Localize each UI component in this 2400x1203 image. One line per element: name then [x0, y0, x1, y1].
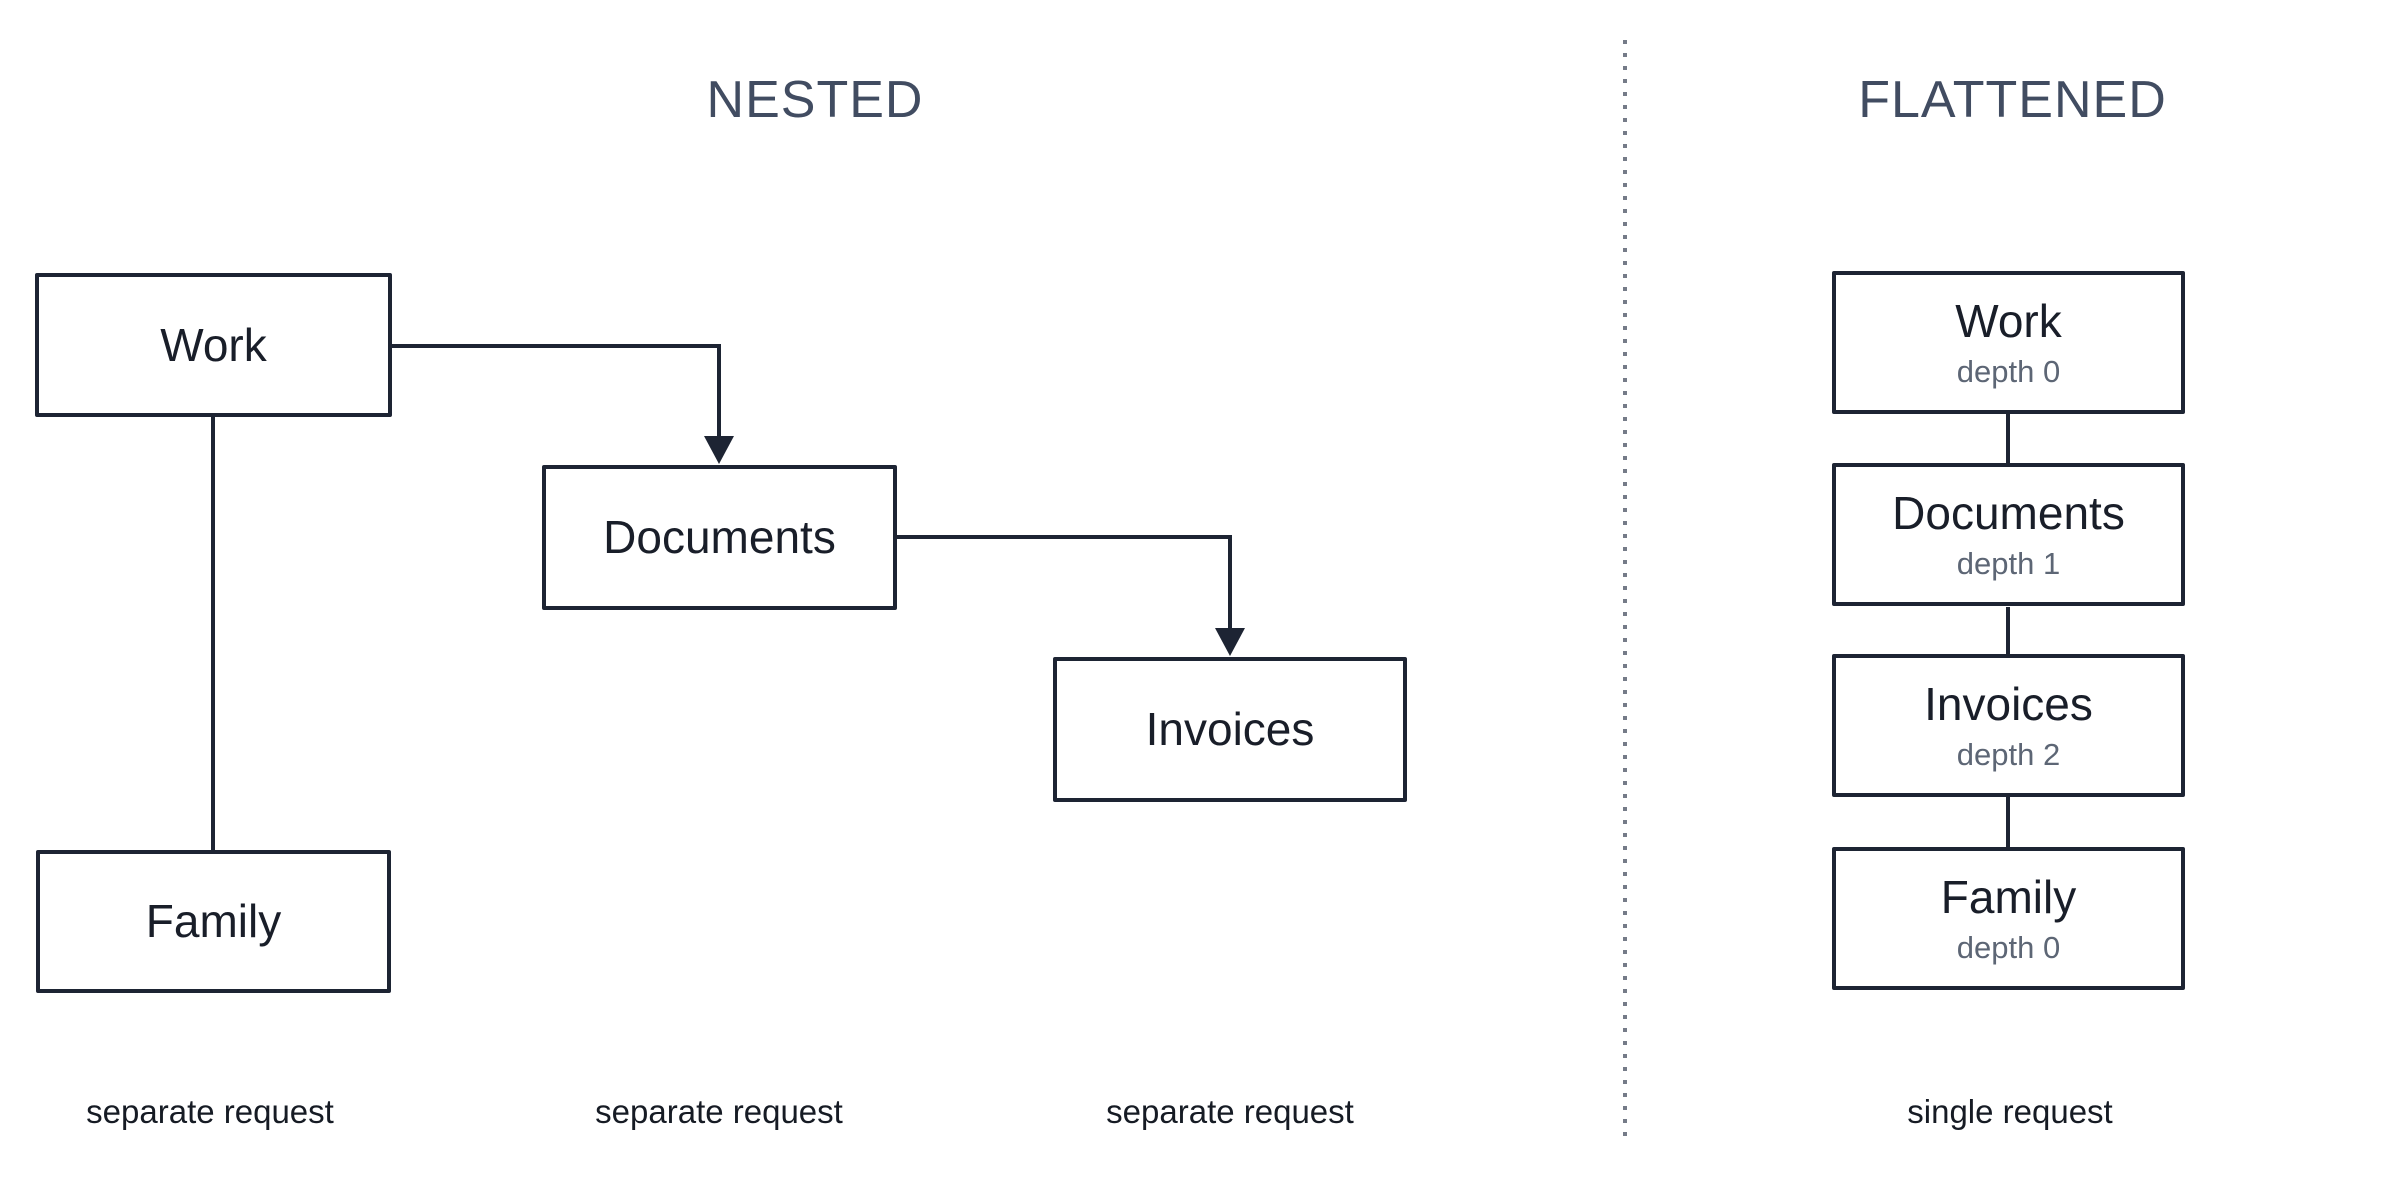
flattened-section-title: FLATTENED	[1858, 71, 2167, 129]
flattened-node-family: Family depth 0	[1832, 847, 2185, 990]
caption-separate-request-3: separate request	[1106, 1093, 1354, 1130]
arrowhead-documents-icon	[704, 436, 734, 464]
section-divider	[1623, 40, 1627, 1145]
flattened-node-documents: Documents depth 1	[1832, 463, 2185, 606]
flattened-node-documents-depth: depth 1	[1956, 545, 2061, 581]
caption-single-request: single request	[1907, 1093, 2113, 1130]
nested-node-family-label: Family	[145, 895, 282, 948]
nested-section-title: NESTED	[706, 71, 924, 129]
nested-node-documents-label: Documents	[603, 511, 836, 564]
flattened-node-invoices-label: Invoices	[1924, 678, 2093, 731]
flattened-node-documents-label: Documents	[1892, 487, 2125, 540]
nested-node-work: Work	[35, 273, 392, 417]
flattened-node-invoices-depth: depth 2	[1956, 736, 2061, 772]
nested-node-invoices: Invoices	[1053, 657, 1407, 802]
nested-node-work-label: Work	[160, 318, 267, 371]
nested-node-family: Family	[36, 850, 391, 993]
flattened-node-family-label: Family	[1940, 871, 2077, 924]
flattened-node-work: Work depth 0	[1832, 271, 2185, 414]
flattened-node-work-label: Work	[1955, 295, 2062, 348]
flattened-node-family-depth: depth 0	[1956, 929, 2061, 965]
nested-node-documents: Documents	[542, 465, 897, 610]
flattened-node-invoices: Invoices depth 2	[1832, 654, 2185, 797]
connector-documents-to-invoices	[897, 535, 1232, 632]
caption-separate-request-1: separate request	[86, 1093, 334, 1130]
caption-separate-request-2: separate request	[595, 1093, 843, 1130]
arrowhead-invoices-icon	[1215, 628, 1245, 656]
flattened-node-work-depth: depth 0	[1956, 353, 2061, 389]
nested-node-invoices-label: Invoices	[1145, 703, 1315, 756]
connector-work-to-documents	[392, 344, 721, 440]
